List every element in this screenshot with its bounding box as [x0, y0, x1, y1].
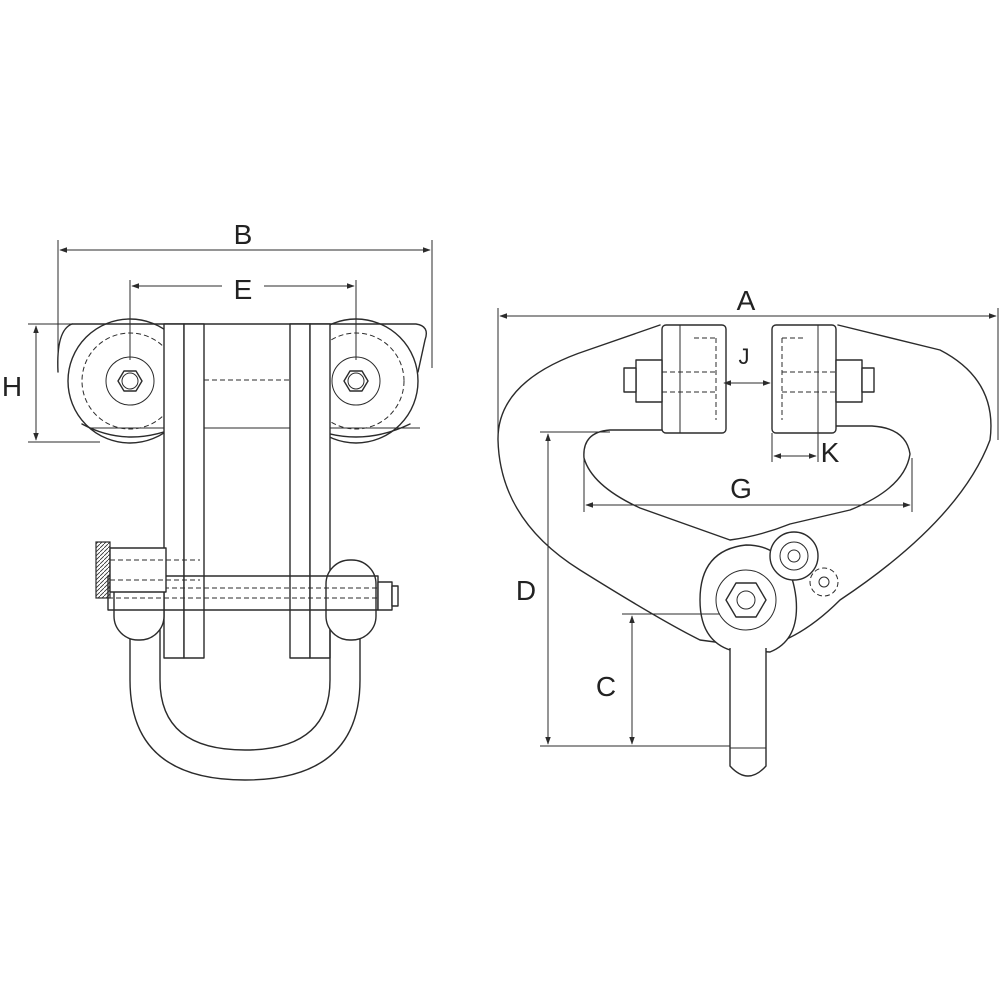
label-d: D [516, 575, 536, 606]
hanging-pin [729, 648, 767, 777]
label-g: G [730, 473, 752, 504]
dimension-b: B [57, 219, 433, 372]
label-e: E [234, 274, 253, 305]
label-b: B [234, 219, 253, 250]
right-roller [771, 324, 875, 434]
left-roller [623, 324, 727, 434]
label-h: H [2, 371, 22, 402]
label-k: K [821, 437, 840, 468]
cross-bolt [95, 541, 399, 611]
shackle [113, 559, 377, 781]
front-view: B E H [2, 219, 433, 781]
side-plates [163, 323, 331, 659]
label-c: C [596, 671, 616, 702]
side-view: A J K G D [497, 285, 999, 777]
dimension-k: K [771, 433, 840, 468]
dimension-j: J [723, 344, 771, 386]
label-j: J [739, 344, 750, 369]
dimension-d: D [516, 431, 730, 747]
dimension-e: E [129, 274, 357, 360]
dimension-g: G [583, 458, 913, 512]
label-a: A [737, 285, 756, 316]
dimension-a: A [497, 285, 999, 440]
dimension-c: C [596, 613, 720, 745]
jaw-assembly [699, 531, 839, 653]
dimension-h: H [2, 323, 100, 443]
